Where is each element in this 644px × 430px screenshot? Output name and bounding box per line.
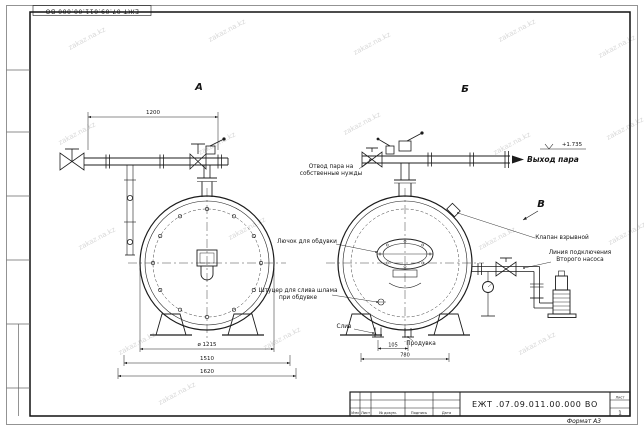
elevation-value: +1.735 xyxy=(562,142,583,148)
sheet-frame: ЕЖТ 07.09.011.00.000 ВО xyxy=(6,5,638,425)
safety-valve-icon xyxy=(398,131,424,152)
watermark: zakaz.na.kz xyxy=(492,130,532,156)
support-legs xyxy=(150,313,264,336)
view-a-label: А xyxy=(194,82,203,93)
watermark: zakaz.na.kz xyxy=(607,220,644,246)
level-gauge-icon xyxy=(124,165,136,256)
view-a-boiler-end: А xyxy=(59,82,286,342)
watermark: zakaz.na.kz xyxy=(157,380,197,406)
own-needs-note-line1: Отвод пара на xyxy=(309,164,354,170)
watermark: zakaz.na.kz xyxy=(497,17,537,43)
title-block: Изм Лист № докум. Подпись Дата ЕЖТ .07.0… xyxy=(349,391,631,425)
watermark: zakaz.na.kz xyxy=(352,30,392,56)
watermark: zakaz.na.kz xyxy=(57,120,97,146)
sludge-note-line1: Штуцер для слива шлама xyxy=(258,288,337,294)
format-label: Формат А3 xyxy=(567,418,601,425)
feed-pump-piping xyxy=(472,257,577,318)
blow-hatch-note: Лючок для обдувки xyxy=(277,239,337,245)
watermark: zakaz.na.kz xyxy=(597,33,637,59)
dimensions: 1200 ø 1215 1510 1620 105 780 xyxy=(87,110,450,379)
doc-number-top-rotated: ЕЖТ 07.09.011.00.000 ВО xyxy=(45,7,139,14)
bolt-holes xyxy=(151,207,263,319)
annotations: Отвод пара на собственные нужды Лючок дл… xyxy=(258,142,611,347)
tb-col-docnum: № докум. xyxy=(379,411,397,415)
own-needs-note-line2: собственные нужды xyxy=(300,171,363,177)
watermark: zakaz.na.kz xyxy=(77,225,117,251)
tb-col-list: Лист xyxy=(361,411,370,415)
watermarks: zakaz.na.kz zakaz.na.kz zakaz.na.kz zaka… xyxy=(57,17,644,406)
view-b-boiler-front: Б xyxy=(326,84,586,342)
tb-col-izm: Изм xyxy=(351,411,359,415)
gate-valve-icon xyxy=(189,143,207,170)
elevation-mark xyxy=(540,143,586,150)
watermark: zakaz.na.kz xyxy=(477,225,517,251)
pressure-gauge-icon xyxy=(481,271,495,317)
watermark: zakaz.na.kz xyxy=(67,25,107,51)
gate-valve-icon xyxy=(495,257,517,277)
safety-valve-icon xyxy=(205,137,226,155)
support-legs xyxy=(340,313,470,336)
view-b-label: Б xyxy=(461,84,469,95)
manhole xyxy=(376,238,434,289)
view-v-arrow: В xyxy=(522,199,545,221)
second-pump-note-line2: Второго насоса xyxy=(556,257,604,263)
handhole-cover xyxy=(196,249,218,281)
dim-780: 780 xyxy=(400,353,410,359)
watermark: zakaz.na.kz xyxy=(227,215,267,241)
explosion-valve-note: Клапан взрывной xyxy=(535,234,589,241)
sludge-note-line2: при обдувке xyxy=(279,295,318,301)
gate-valve-icon xyxy=(361,147,383,168)
steam-outlet-note: Выход пара xyxy=(527,155,579,164)
tb-doc-number: ЕЖТ .07.09.011.00.000 ВО xyxy=(472,400,598,409)
gate-valve-icon xyxy=(59,148,85,171)
tb-col-podpis: Подпись xyxy=(411,411,427,415)
watermark: zakaz.na.kz xyxy=(605,115,644,141)
tb-col-data: Дата xyxy=(442,411,451,415)
watermark: zakaz.na.kz xyxy=(207,17,247,43)
watermark: zakaz.na.kz xyxy=(117,330,157,356)
steam-manifold xyxy=(59,137,229,256)
dim-1200: 1200 xyxy=(146,110,160,116)
steam-outlet-piping xyxy=(361,131,586,197)
second-pump-note-line1: Линия подключения xyxy=(549,250,611,256)
tb-sheet-label: Лист xyxy=(615,396,624,400)
flow-arrow-icon xyxy=(512,155,524,164)
dim-105: 105 xyxy=(388,343,398,349)
watermark: zakaz.na.kz xyxy=(342,110,382,136)
dim-1620: 1620 xyxy=(200,369,214,375)
safety-valve-icon xyxy=(376,137,395,155)
blowdown-note: Продувка xyxy=(406,341,436,347)
view-v-label: В xyxy=(537,199,545,210)
dim-1510: 1510 xyxy=(200,356,214,362)
tb-sheet-value: 1 xyxy=(618,411,622,417)
feed-pump-icon xyxy=(547,270,577,318)
watermark: zakaz.na.kz xyxy=(517,330,557,356)
explosion-valve-nozzle xyxy=(446,202,461,218)
dim-diameter: ø 1215 xyxy=(197,342,217,348)
drain-note: Слив xyxy=(337,324,353,330)
watermark: zakaz.na.kz xyxy=(262,325,302,351)
